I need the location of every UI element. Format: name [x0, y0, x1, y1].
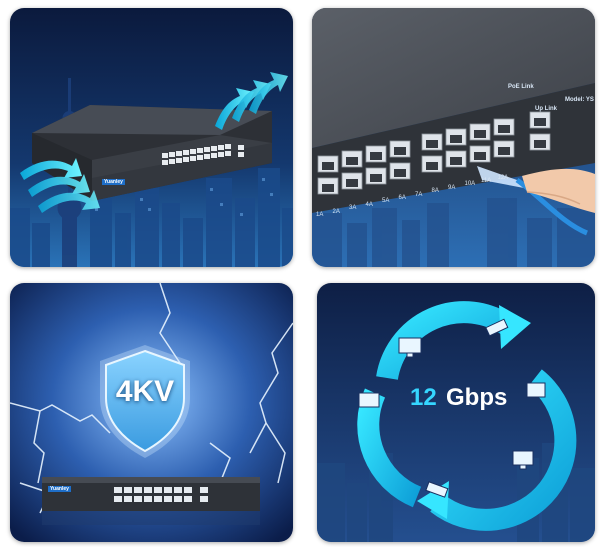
port-number-label: 5A: [382, 198, 390, 205]
lightning-scene: [10, 283, 293, 542]
bandwidth-scene: [317, 283, 595, 542]
uplink-label: Up Link: [535, 106, 557, 112]
poe-link-label: PoE Link: [508, 84, 534, 90]
port-number-label: 6A: [398, 195, 406, 201]
ports-scene: [312, 8, 595, 267]
phone-icon: [526, 382, 546, 398]
hand-plugging-cable: [477, 166, 595, 236]
cooling-scene: [10, 8, 293, 267]
monitor-icon: [398, 337, 422, 358]
city-skyline: [10, 168, 293, 267]
model-label: Model: YS: [565, 97, 594, 103]
bandwidth-panel: 12 Gbps: [317, 283, 595, 542]
port-number-label: 9A: [448, 184, 456, 191]
cooling-airflow-panel: Yuanley: [10, 8, 293, 267]
brand-label: Yuanley: [48, 486, 71, 492]
port-number-label: 10A: [464, 181, 476, 188]
airflow-arrows-out: [215, 72, 288, 130]
port-number-label: 11A: [481, 178, 492, 184]
ap-icon: [358, 392, 380, 408]
port-number-label: 4A: [365, 201, 373, 208]
switch-top: [312, 8, 595, 148]
port-number-label: 7A: [415, 191, 423, 198]
surge-rating-label: 4KV: [115, 375, 175, 408]
cctv-camera-icon-bottom: [425, 481, 449, 498]
monitor-icon-right: [512, 450, 534, 470]
airflow-arrows-in: [20, 158, 100, 213]
port-number-label: 8A: [431, 188, 439, 195]
cycle-arrow-left: [357, 388, 422, 508]
shield-icon: [105, 349, 185, 453]
bandwidth-unit: Gbps: [446, 384, 508, 411]
port-number-label: 2A: [332, 208, 340, 215]
network-switch: [42, 477, 260, 525]
city-skyline: [312, 198, 595, 267]
cycle-arrow-right: [430, 369, 577, 531]
ports-closeup-panel: PoE Link Up Link Model: YS 1A 2A 3A 4A 5A 6A 7…: [312, 8, 595, 267]
window-lights: [95, 178, 273, 216]
brand-label: Yuanley: [102, 179, 125, 185]
bandwidth-value: 12: [410, 384, 437, 411]
surge-protection-panel: 4KV Yuanley: [10, 283, 293, 542]
cycle-arrow-top: [376, 301, 514, 381]
port-number-label: 12A: [497, 174, 509, 181]
rj45-port-grid: [317, 111, 551, 195]
network-switch: [32, 105, 272, 201]
cctv-camera-icon: [485, 318, 509, 337]
port-number-label: 3A: [349, 205, 357, 212]
switch-ports: [162, 144, 244, 165]
port-number-row: 1A 2A 3A 4A 5A 6A 7A 8A 9A 10A 11A 12A: [316, 175, 516, 222]
port-number-label: 1A: [316, 212, 324, 218]
arrow-head-top: [499, 305, 531, 349]
